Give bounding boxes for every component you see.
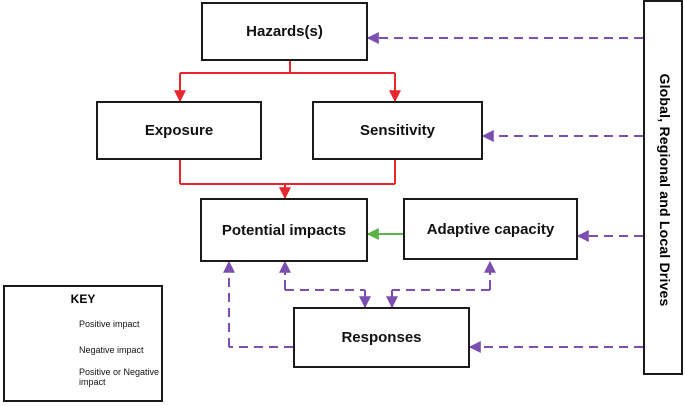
exposure-box: Exposure: [96, 101, 262, 160]
key-either-label-line2: impact: [79, 377, 106, 387]
sensitivity-label: Sensitivity: [359, 122, 436, 139]
hazards-label: Hazards(s): [246, 23, 323, 40]
key-positive-label: Positive impact: [79, 319, 140, 329]
either-connectors-from-drivers: [366, 32, 643, 353]
legend-key: KEY Positive impact Negative impact Posi…: [3, 285, 163, 402]
responses-label: Responses: [341, 329, 422, 346]
key-negative-label: Negative impact: [79, 345, 144, 355]
either-connectors-responses-loop: [223, 260, 496, 348]
responses-box: Responses: [293, 307, 470, 368]
key-title: KEY: [70, 292, 96, 306]
potential-impacts-label: Potential impacts: [221, 221, 347, 239]
adaptive-capacity-label: Adaptive capacity: [426, 220, 555, 238]
drivers-box: Global, Regional and Local Drives: [643, 0, 683, 375]
hazards-box: Hazards(s): [201, 2, 368, 61]
key-either-label-line1: Positive or Negative: [79, 367, 160, 377]
potential-impacts-box: Potential impacts: [200, 198, 368, 262]
drivers-label: Global, Regional and Local Drives: [657, 73, 673, 307]
sensitivity-box: Sensitivity: [312, 101, 483, 160]
adaptive-capacity-box: Adaptive capacity: [403, 198, 578, 260]
negative-connector-to-potential-impacts: [179, 160, 396, 200]
exposure-label: Exposure: [144, 122, 214, 139]
negative-connector-hazards-to-exposure-sensitivity: [174, 61, 401, 103]
